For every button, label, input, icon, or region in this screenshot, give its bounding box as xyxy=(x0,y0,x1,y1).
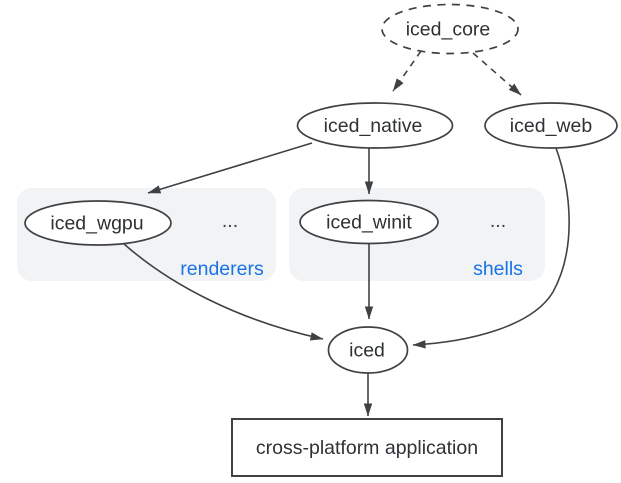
iced-winit-label: iced_winit xyxy=(326,212,412,234)
renderers-group-label: renderers xyxy=(180,258,264,280)
renderers-ellipsis: ... xyxy=(222,210,238,232)
edge-iced-native-to-iced-wgpu xyxy=(147,142,313,194)
node-application: cross-platform application xyxy=(231,418,503,477)
application-label: cross-platform application xyxy=(256,437,478,459)
edge-iced-wgpu-to-iced xyxy=(122,242,324,341)
iced-core-shape xyxy=(381,3,519,55)
node-iced-winit: iced_winit xyxy=(299,199,439,245)
shells-ellipsis: ... xyxy=(490,210,506,232)
node-iced-native: iced_native xyxy=(296,102,454,149)
edge-iced-web-to-iced xyxy=(412,147,570,349)
node-iced-core: iced_core xyxy=(381,3,519,55)
shells-group-label: shells xyxy=(473,258,523,280)
iced-core-label: iced_core xyxy=(406,19,491,41)
iced-native-label: iced_native xyxy=(324,115,423,137)
iced-wgpu-shape xyxy=(24,200,172,246)
iced-web-label: iced_web xyxy=(510,115,593,137)
application-shape xyxy=(231,418,503,477)
iced-web-shape xyxy=(484,102,618,149)
iced-shape xyxy=(327,326,409,374)
iced-wgpu-label: iced_wgpu xyxy=(50,213,143,235)
iced-native-shape xyxy=(296,102,454,149)
edge-iced-core-to-iced-native xyxy=(392,50,422,92)
node-iced-web: iced_web xyxy=(484,102,618,149)
node-iced-wgpu: iced_wgpu xyxy=(24,200,172,246)
node-iced: iced xyxy=(327,326,409,374)
iced-winit-shape xyxy=(299,199,439,245)
iced-label: iced xyxy=(349,340,385,362)
edge-iced-core-to-iced-web xyxy=(472,52,522,96)
